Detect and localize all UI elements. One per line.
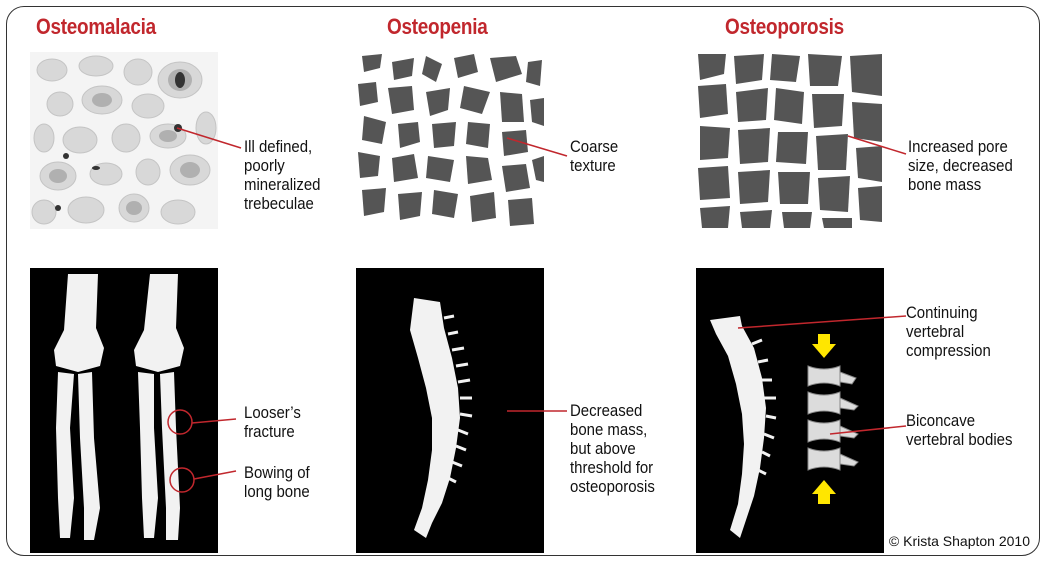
leader-line — [175, 105, 245, 155]
leader-line — [505, 134, 575, 174]
copyright-credit: © Krista Shapton 2010 — [889, 533, 1030, 549]
title-osteoporosis: Osteoporosis — [725, 14, 844, 40]
title-osteomalacia: Osteomalacia — [36, 14, 156, 40]
osteomalacia-bone-panel — [30, 268, 218, 553]
osteopenia-bone-label: Decreased bone mass, but above threshold… — [570, 401, 655, 496]
leader-line — [190, 415, 240, 495]
leader-line — [846, 130, 916, 170]
osteopenia-texture-label: Coarse texture — [570, 137, 618, 175]
osteomalacia-texture-label: Ill defined, poorly mineralized trebecul… — [244, 137, 321, 213]
leader-line — [730, 310, 910, 450]
continuing-compression-label: Continuing vertebral compression — [906, 303, 991, 360]
title-osteopenia: Osteopenia — [387, 14, 487, 40]
leader-line — [505, 405, 575, 417]
osteoporosis-texture-label: Increased pore size, decreased bone mass — [908, 137, 1013, 194]
bowing-label: Bowing of long bone — [244, 463, 310, 501]
loosers-fracture-label: Looser’s fracture — [244, 403, 301, 441]
biconcave-label: Biconcave vertebral bodies — [906, 411, 1012, 449]
